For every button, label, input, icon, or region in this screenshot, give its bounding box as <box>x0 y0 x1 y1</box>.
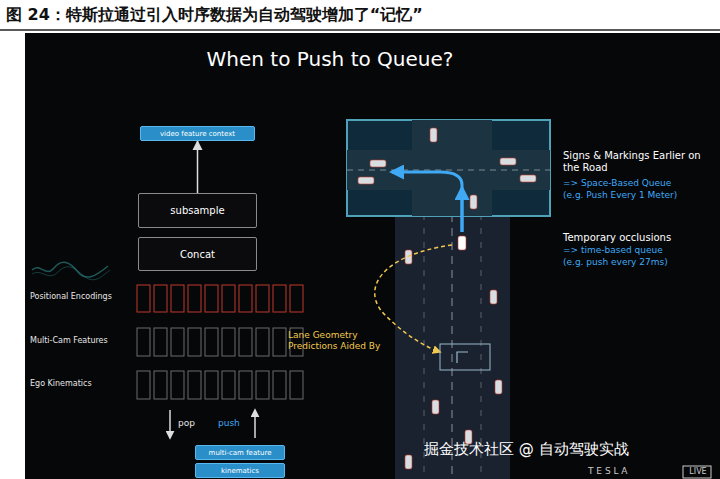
slide-label: Lane Geometry Predictions Aided By <box>288 330 408 352</box>
slide-title: When to Push to Queue? <box>180 47 480 71</box>
slide-label: LIVE <box>685 467 711 477</box>
aid-arrow <box>375 245 452 352</box>
push-arrow <box>254 410 256 438</box>
feature-cell <box>205 285 218 312</box>
slide-label: Positional Encodings <box>30 292 135 302</box>
feature-cell <box>171 285 184 312</box>
connector-arrow <box>197 141 199 193</box>
feature-cell <box>188 285 201 312</box>
slide-label: Temporary occlusions <box>563 232 713 244</box>
sign-box <box>440 344 490 370</box>
feature-cell <box>171 328 184 356</box>
slide-label: (e.g. Push Every 1 Meter) <box>563 190 713 201</box>
node-text: kinematics <box>221 467 259 475</box>
feature-cell <box>154 371 167 399</box>
feature-cell <box>222 328 235 356</box>
car <box>432 400 439 414</box>
feature-cell <box>239 371 252 399</box>
process-box: Concat <box>138 237 257 271</box>
car <box>495 380 502 394</box>
node-text: multi-cam feature <box>209 449 272 457</box>
feature-cell <box>154 328 167 356</box>
feature-cell <box>290 285 303 312</box>
feature-cell <box>171 371 184 399</box>
feature-cell <box>188 371 201 399</box>
feature-cell <box>222 371 235 399</box>
wave-graphic <box>32 262 108 277</box>
straight-path <box>461 188 464 232</box>
feature-box: video feature context <box>140 126 255 141</box>
slide-label: => Space-Based Queue <box>563 178 713 189</box>
car <box>500 158 516 165</box>
feature-cell <box>273 285 286 312</box>
feature-cell <box>137 328 150 356</box>
pop-arrow <box>169 410 171 438</box>
slide-label: pop <box>178 418 208 429</box>
road <box>395 214 510 479</box>
slide-label: Multi-Cam Features <box>30 336 135 346</box>
feature-cell <box>256 285 269 312</box>
sign-symbol <box>457 352 468 363</box>
car <box>490 290 497 304</box>
node-text: subsample <box>170 205 224 216</box>
car <box>405 455 412 469</box>
live-badge <box>683 466 711 478</box>
lane-marking <box>347 170 550 171</box>
slide-label: T E S L A <box>588 466 678 477</box>
feature-cell <box>188 328 201 356</box>
car <box>520 175 536 182</box>
feature-box: kinematics <box>195 463 285 478</box>
car <box>430 128 437 142</box>
feature-cell <box>239 328 252 356</box>
intersection-panel <box>347 120 550 216</box>
node-text: video feature context <box>160 130 235 138</box>
slide-label: (e.g. push every 27ms) <box>563 257 713 268</box>
feature-cell <box>273 328 286 356</box>
car <box>470 195 477 209</box>
feature-cell <box>222 285 235 312</box>
car <box>370 160 386 167</box>
process-box: subsample <box>138 193 257 228</box>
feature-cell <box>137 371 150 399</box>
feature-cell <box>205 371 218 399</box>
heading-rule <box>0 29 720 31</box>
slide-label: push <box>218 418 250 429</box>
feature-cell <box>256 328 269 356</box>
lane-marking <box>452 214 453 479</box>
feature-box: multi-cam feature <box>195 445 285 460</box>
slide-label: Signs & Markings Earlier on the Road <box>563 150 708 174</box>
slide-label: => time-based queue <box>563 245 713 256</box>
feature-cells <box>137 285 303 399</box>
wave-graphic <box>32 267 110 280</box>
car <box>458 236 466 250</box>
figure-title: 图 24：特斯拉通过引入时序数据为自动驾驶增加了“记忆” <box>6 5 423 24</box>
feature-cell <box>290 371 303 399</box>
car <box>358 177 374 184</box>
watermark: 掘金技术社区 @ 自动驾驶实战 <box>424 440 714 458</box>
feature-cell <box>205 328 218 356</box>
cross-road <box>412 120 492 216</box>
feature-cell <box>137 285 150 312</box>
cars <box>358 128 536 469</box>
lane-marking <box>424 214 425 479</box>
feature-cell <box>256 371 269 399</box>
node-text: Concat <box>180 249 215 260</box>
feature-cell <box>273 371 286 399</box>
lane-marking <box>481 214 482 479</box>
slide-label: Ego Kinematics <box>30 379 135 389</box>
turn-path <box>392 172 462 232</box>
feature-cell <box>239 285 252 312</box>
feature-cell <box>154 285 167 312</box>
slide-ground <box>25 33 720 479</box>
